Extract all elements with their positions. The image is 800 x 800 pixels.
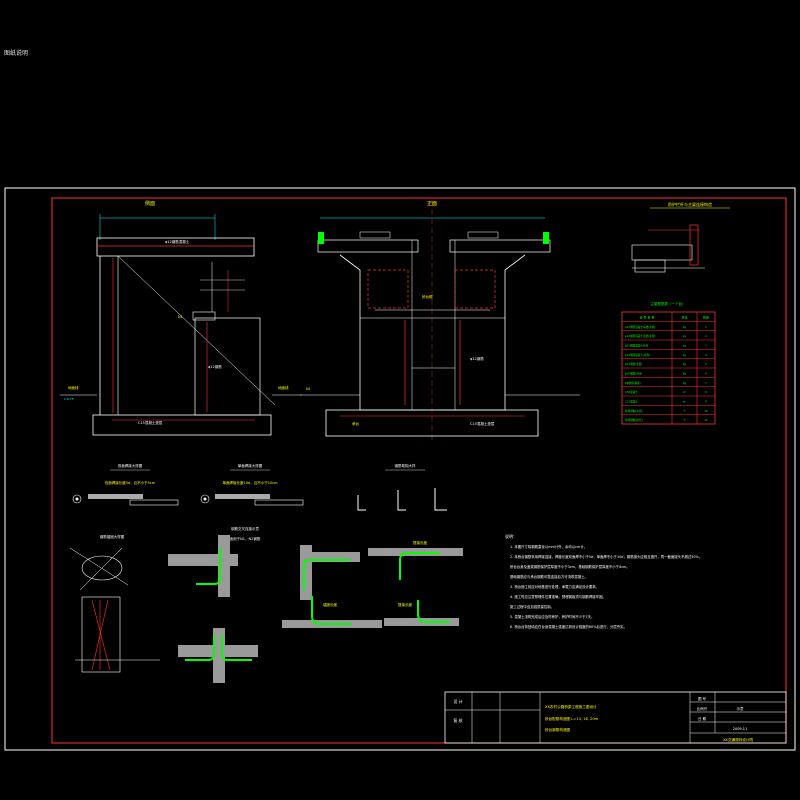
anchor-details: 钢筋锚固大样图 钢筋交叉连接示意 适用于N1、N2钢筋 搭接长度 锚固长度 搭接… — [69, 526, 463, 683]
cross-sub: 适用于N1、N2钢筋 — [230, 536, 261, 541]
table-cell: m³ — [683, 401, 687, 404]
beam-top-label: φ12钢筋混凝土 — [165, 239, 190, 244]
table-cell: φ8钢筋(箍筋) — [625, 381, 641, 385]
slope-label: 1:0.75 — [64, 397, 74, 401]
table-rows: 编 号 名 称 单位 数量 φ12钢筋混凝土基础(主梁) kg 1 φ12钢筋混凝土盖梁(主… — [622, 315, 715, 422]
note-line: 1. 本图尺寸除钢筋直径以mm计外，余均以cm计。 — [510, 544, 587, 549]
notes-heading: 说明： — [505, 533, 517, 539]
drawing-no-label: 图 号 — [698, 696, 707, 701]
weld-details: 双面焊接大样图 双面焊接长度5d，且不小于5cm 单面焊接大样图 单面焊接长度1… — [72, 463, 447, 511]
note-line: 2. 本桥台钢筋采用焊接连接，焊缝长度双面焊不小于5d，单面焊不小于10d；钢筋… — [510, 554, 702, 559]
company-name: XX交通规划设计院 — [723, 737, 753, 742]
note-line: 6. 桥台台背回填应在台身混凝土强度达到设计强度的80%后进行，分层夯实。 — [510, 624, 627, 629]
cap-width-label: 桥台帽 — [422, 294, 433, 299]
front-elevation-view: 正面 承台 C15混凝土垫层 桥台帽 φ12钢筋 N1 — [300, 200, 580, 440]
design-label: 设 计 — [453, 698, 462, 704]
table-cell: kg — [683, 372, 687, 376]
table-cell: 8 — [705, 390, 707, 394]
notes-lines: 1. 本图尺寸除钢筋直径以mm计外，余均以cm计。 2. 本桥台钢筋采用焊接连接，… — [510, 544, 702, 629]
table-cell: 个 — [683, 409, 686, 413]
bend-title: 钢筋弯钩大样 — [395, 463, 416, 468]
project-line3: 桥台钢筋构造图 — [545, 727, 571, 732]
notes-block: 说明： 1. 本图尺寸除钢筋直径以mm计外，余均以cm计。 2. 本桥台钢筋采用焊… — [505, 533, 702, 629]
hook-title: 钢筋锚固大样图 — [100, 534, 125, 539]
check-label: 复 核 — [453, 717, 462, 723]
ground-label-left: 地面线 — [68, 385, 79, 390]
cross-title: 钢筋交叉连接示意 — [231, 526, 259, 531]
weld-b-note: 单面焊接长度10d，且不小于10cm — [223, 480, 279, 485]
date-label: 日 期 — [698, 716, 707, 721]
corner-label: 图纸说明 — [4, 50, 29, 57]
table-title: 主梁配筋表（一个台） — [651, 301, 686, 306]
table-cell: kg — [683, 344, 687, 348]
detail-title: 防护栏杆与主梁连接构造 — [668, 201, 712, 207]
table-cell: 7 — [705, 381, 707, 385]
table-cell: 10 — [704, 409, 708, 413]
note-line: 施工过程中应加强质量控制。 — [510, 604, 554, 609]
anchor-label: 锚固长度 — [323, 602, 337, 607]
table-cell: 11 — [704, 418, 708, 422]
note-line: 桥台台身及盖梁钢筋保护层厚度不小于3cm，基础钢筋保护层厚度不小于4cm。 — [510, 564, 630, 569]
table-cell: 3 — [705, 344, 707, 348]
table-cell: kg — [683, 362, 687, 366]
rebar-n-label-front: N1 — [306, 387, 311, 391]
note-line: 5. 混凝土浇筑完成后应及时养护，养护时间不少于7天。 — [510, 614, 594, 619]
table-cell: kg — [683, 381, 687, 385]
table-cell: 预埋钢板(桥台) — [625, 418, 643, 422]
note-line: 3. 桥台施工前应对地基进行处理，承载力应满足设计要求。 — [510, 584, 599, 589]
railing-detail: 防护栏杆与主梁连接构造 — [631, 201, 730, 273]
table-cell: φ12钢筋(盖梁) — [625, 362, 642, 366]
table-cell: φ12钢筋混凝土盖梁(主梁) — [625, 334, 655, 338]
table-cell: 预埋钢板(主梁) — [625, 409, 643, 413]
project-line1: XX农村公路桥梁工程施工图设计 — [545, 704, 597, 709]
table-cell: 4 — [705, 353, 707, 357]
table-cell: 个 — [683, 418, 686, 422]
note-line: 基础钢筋应与承台钢筋可靠连接后方可浇筑混凝土。 — [510, 574, 588, 579]
table-cell: 5 — [705, 362, 707, 366]
project-line2: 桥台配筋构造图 L=13, 16, 20m — [545, 716, 599, 721]
lap-label-a: 搭接长度 — [413, 540, 427, 545]
scale-label: 比例尺 — [697, 706, 708, 711]
table-cell: kg — [683, 353, 687, 357]
table-cell: kg — [683, 334, 687, 338]
weld-a-note: 双面焊接长度5d，且不小于5cm — [105, 480, 156, 485]
weld-b-title: 单面焊接大样图 — [238, 463, 263, 468]
table-header-cell: 数量 — [703, 315, 709, 320]
base-label-side: C15混凝土垫层 — [138, 420, 163, 425]
title-block: 设 计 复 核 XX农村公路桥梁工程施工图设计 桥台配筋构造图 L=13, 16… — [444, 691, 787, 744]
table-cell: φ10钢筋(台身) — [625, 372, 642, 376]
table-header-cell: 编 号 名 称 — [640, 315, 655, 320]
abut-label: 承台 — [352, 421, 360, 426]
rebar-label-front: φ12钢筋 — [470, 356, 484, 361]
table-cell: m³ — [683, 391, 687, 394]
table-cell: C15混凝土 — [625, 400, 638, 404]
rebar-n-label-side: N1 — [178, 315, 183, 319]
table-header-cell: 单位 — [681, 315, 687, 320]
date-value: 2009.11 — [733, 727, 747, 731]
lap-label-b: 搭接长度 — [398, 602, 412, 607]
ground-label-right: 地面线 — [278, 385, 289, 390]
rebar-label-side: φ12钢筋 — [208, 364, 222, 369]
side-elevation-view: 侧面 φ12钢筋混凝土 地面线 地面线 1:0.75 φ12钢筋 C15混凝土垫… — [60, 200, 302, 436]
table-cell: 2 — [705, 334, 707, 338]
table-cell: φ12钢筋混凝土(桥台) — [625, 353, 650, 357]
table-cell: φ12钢筋混凝土基础(主梁) — [625, 325, 655, 329]
inner-frame — [51, 197, 787, 744]
weld-a-title: 双面焊接大样图 — [118, 463, 143, 468]
table-cell: 9 — [705, 400, 707, 404]
rebar-table: 主梁配筋表（一个台） 编 号 名 称 单位 数量 φ12钢筋混凝土基础(主梁) kg 1 φ… — [621, 301, 716, 425]
table-cell: C30混凝土 — [625, 390, 638, 394]
table-cell: 6 — [705, 372, 707, 376]
drawing-no-value: 示意 — [737, 706, 745, 711]
outer-frame — [4, 187, 796, 751]
table-cell: kg — [683, 325, 687, 329]
note-line: 4. 施工时应注意预埋件位置准确，预埋钢板须与钢筋焊接牢固。 — [510, 594, 606, 599]
table-cell: 1 — [705, 325, 707, 329]
side-view-title: 侧面 — [145, 200, 155, 207]
base-label-front: C15混凝土垫层 — [470, 421, 495, 426]
table-cell: φ12钢筋混凝土台身 — [625, 344, 649, 348]
